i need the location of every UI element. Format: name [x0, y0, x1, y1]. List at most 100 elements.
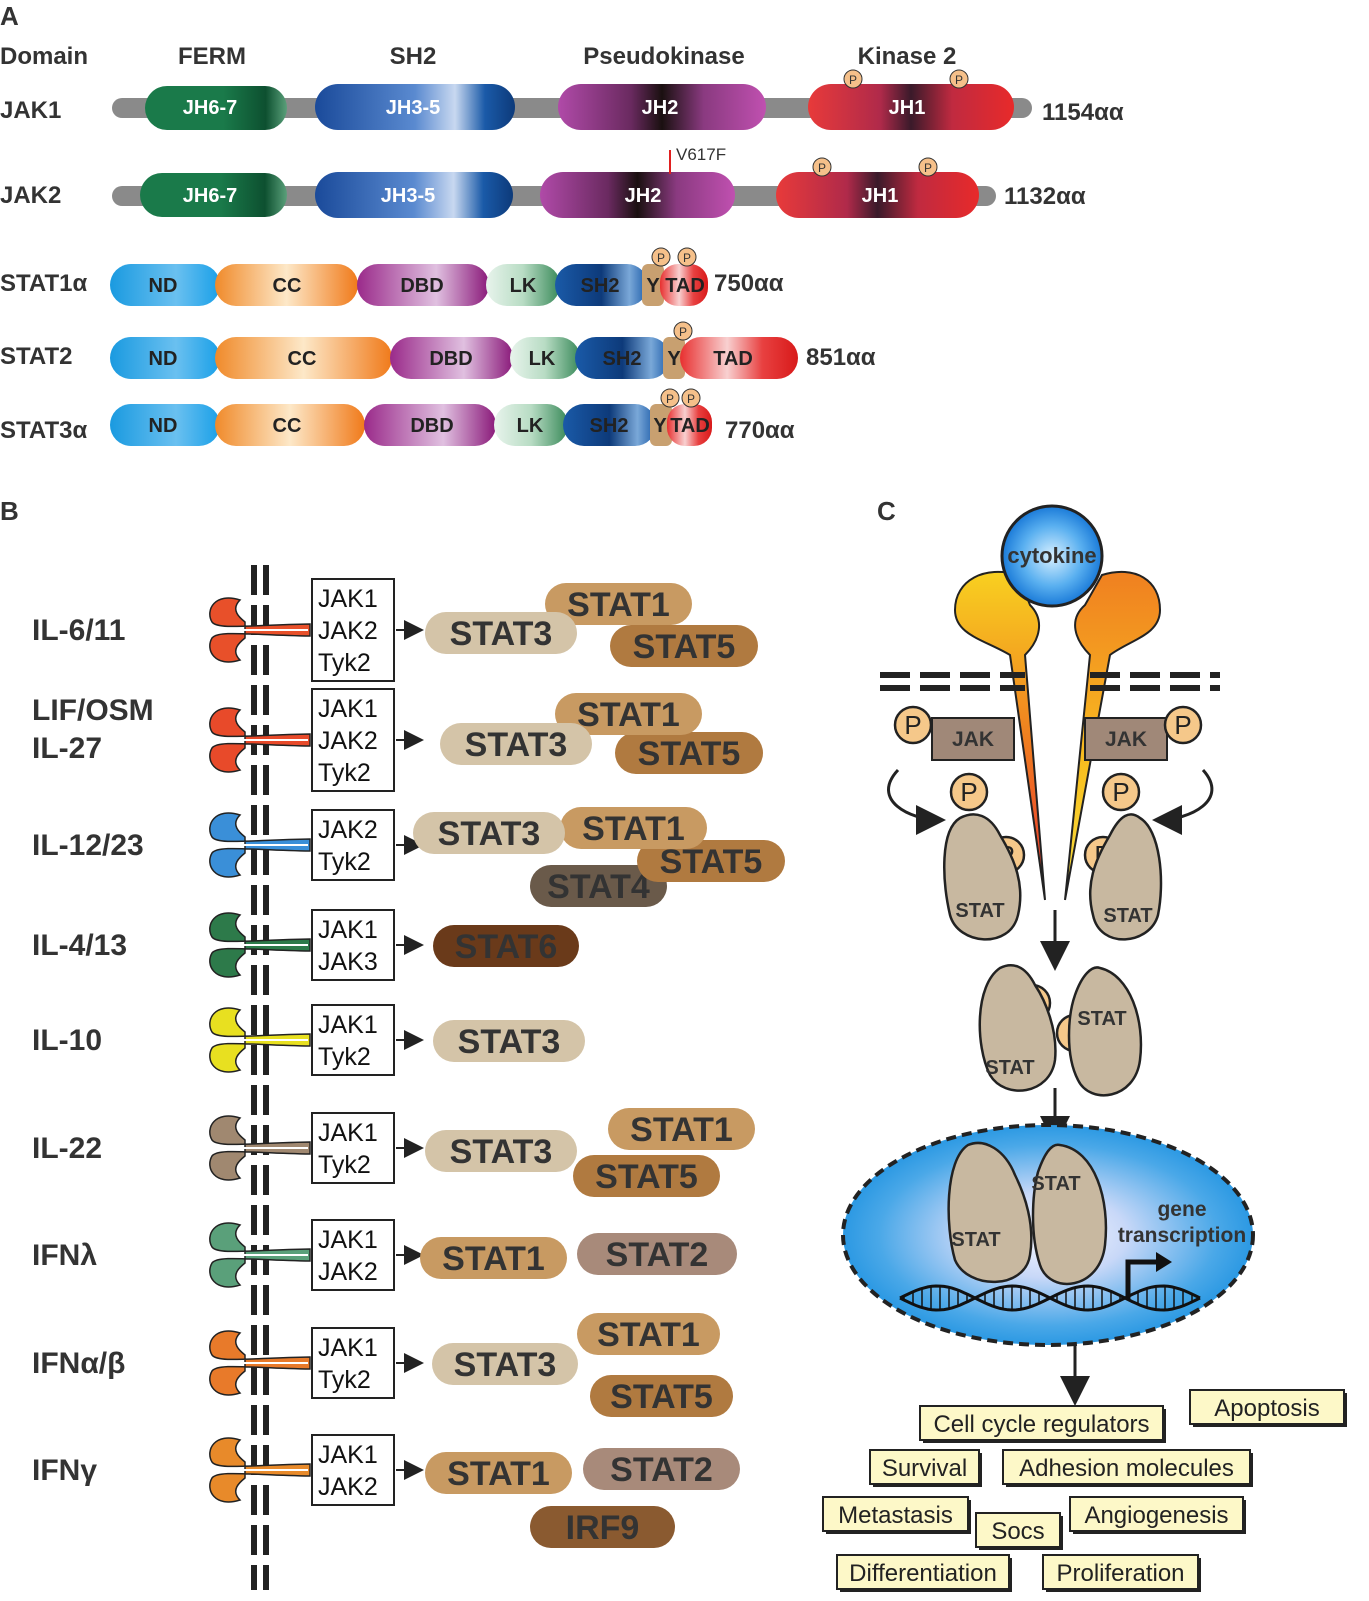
jak2-jh2-label: JH2 [625, 185, 662, 207]
stat2-nd-domain [110, 337, 220, 379]
stat-pill-bg [433, 925, 579, 967]
receptor-icon [209, 1115, 311, 1181]
jak-name: JAK1 [318, 1119, 378, 1147]
stat1-dbd-label: DBD [400, 275, 443, 297]
outcome-bg [1069, 1496, 1244, 1532]
stat-monomer-right [1089, 813, 1163, 941]
outcome-label: Cell cycle regulators [933, 1411, 1149, 1438]
phospho-site: P [651, 247, 671, 267]
jak-box [311, 578, 395, 682]
cytokine-name: IL-10 [32, 1024, 102, 1057]
stat1-label: STAT1α [0, 270, 87, 297]
outcome-box: Metastasis [822, 1496, 971, 1534]
phospho-site: P [673, 321, 693, 341]
phospho-arrow-right [1152, 768, 1214, 835]
jak-box-right [1084, 717, 1168, 761]
stat-pill: STAT1 [555, 693, 702, 735]
jak-box [311, 1004, 395, 1076]
stat-pill-bg [413, 812, 565, 854]
outcome-label: Adhesion molecules [1019, 1455, 1234, 1482]
receptor-icon [209, 1437, 311, 1503]
dna-strand [899, 1284, 1201, 1312]
jak-box [311, 1327, 395, 1399]
outcome-label: Metastasis [838, 1502, 953, 1529]
stat2-y-domain [663, 337, 685, 379]
stat2-dbd-label: DBD [429, 348, 472, 370]
stat-pill: STAT1 [425, 1452, 572, 1494]
stat3-nd-label: ND [149, 415, 178, 437]
jak2-jh67-label: JH6-7 [183, 185, 237, 207]
stat-label: STAT [985, 1057, 1034, 1079]
stat-name: STAT1 [597, 1316, 700, 1354]
stat-pill-bg [637, 840, 785, 882]
stat-pill: STAT3 [432, 1343, 578, 1385]
stat-name: STAT1 [582, 810, 685, 848]
outcome-label: Socs [991, 1518, 1044, 1545]
jak1-jh1-domain [808, 84, 1014, 130]
jak-name: JAK3 [318, 948, 378, 976]
stat-pill: STAT3 [425, 612, 577, 654]
outcome-box: Apoptosis [1189, 1389, 1347, 1427]
panel-label-a: A [0, 1, 19, 31]
stat-pill: STAT5 [573, 1155, 720, 1197]
transcription-label: transcription [1118, 1224, 1246, 1247]
phospho-circle [893, 705, 933, 745]
stat-pill-bg [425, 1130, 577, 1172]
stat-pill: STAT1 [420, 1237, 567, 1279]
stat-name: STAT1 [447, 1455, 550, 1493]
stat-pill: STAT1 [545, 583, 692, 625]
cytokine-ligand [1000, 504, 1104, 608]
receptor-icon [209, 1330, 311, 1396]
jak-name: JAK1 [318, 585, 378, 613]
jak2-jh2-domain [540, 172, 735, 218]
stat-label: STAT [1031, 1173, 1080, 1195]
transcription-arrowhead [1156, 1252, 1172, 1272]
phospho-label: P [1174, 710, 1191, 740]
jak-box [311, 1219, 395, 1291]
phospho-label: P [960, 777, 977, 807]
stat1-y-domain [642, 264, 664, 306]
jak1-jh1-label: JH1 [889, 97, 926, 119]
stat2-y-label: Y [667, 348, 681, 370]
phospho-circle [949, 772, 989, 812]
stat2-sh2-label: SH2 [603, 348, 642, 370]
stat3-tad-label: TAD [670, 415, 710, 437]
phospho-site: P [681, 388, 701, 408]
stat-label: STAT [955, 900, 1004, 922]
stat3-length: 770αα [725, 417, 795, 444]
outcome-box: Survival [869, 1449, 982, 1487]
phospho-label: P [666, 392, 674, 406]
v617f-label: V617F [676, 145, 726, 164]
stat3-schematic: STAT3α ND CC DBD LK SH2 Y TAD P P 770αα [0, 388, 795, 446]
phospho-site: P [893, 705, 933, 745]
jak-name: Tyk2 [318, 649, 371, 677]
stat-pill-bg [583, 1448, 740, 1490]
stat-name: STAT1 [567, 586, 670, 624]
stat-name: STAT3 [450, 1133, 553, 1171]
phospho-label: P [687, 392, 695, 406]
jak-name: Tyk2 [318, 1151, 371, 1179]
stat-label: STAT [1077, 1008, 1126, 1030]
stat-pill: STAT1 [577, 1313, 720, 1355]
stat-pill-bg [615, 732, 763, 774]
stat3-y-domain [650, 404, 672, 446]
outcome-box: Proliferation [1042, 1554, 1201, 1592]
jak1-label: JAK1 [0, 97, 61, 124]
stat-dimer-left [978, 964, 1057, 1092]
jak2-schematic: JAK2 JH6-7 JH3-5 JH2 JH1 V617F P P 1132α… [0, 145, 1086, 218]
stat-pill: STAT5 [615, 732, 763, 774]
jak-name: JAK2 [318, 727, 378, 755]
outcome-box: Adhesion molecules [1002, 1449, 1253, 1487]
stat-name: STAT6 [455, 928, 558, 966]
stat2-cc-label: CC [288, 348, 317, 370]
stat-name: STAT3 [454, 1346, 557, 1384]
phospho-site: P [949, 69, 969, 89]
jak-label: JAK [952, 728, 994, 751]
stat-pill: STAT5 [590, 1375, 733, 1417]
jak1-jh2-domain [558, 84, 766, 130]
stat-pill: STAT1 [608, 1108, 755, 1150]
jak-name: JAK1 [318, 916, 378, 944]
